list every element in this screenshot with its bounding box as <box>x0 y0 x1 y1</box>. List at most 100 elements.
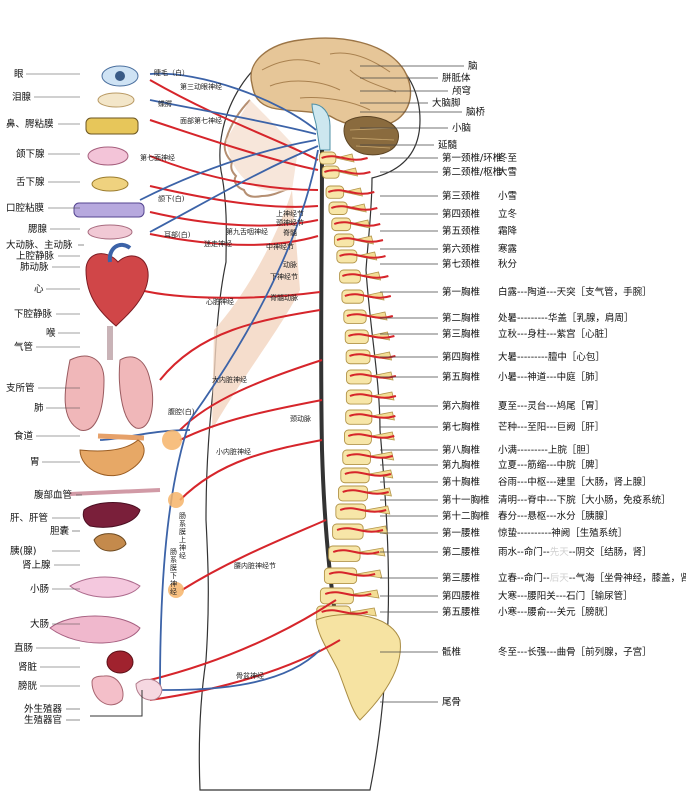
vertebra-info: 谷雨---中枢---建里［大肠，肾上腺］ <box>498 477 652 488</box>
spinal-branch-path <box>327 189 375 195</box>
spinal-branch-path <box>328 571 376 577</box>
vertebra-label: 第三腰椎 <box>442 573 481 584</box>
brain-label: 脑桥 <box>466 107 486 118</box>
vertebra-label: 第二胸椎 <box>442 313 481 324</box>
vertebra-shape <box>340 467 370 484</box>
nerve-label: 腰内脏神经节 <box>234 562 276 570</box>
sympathetic-nerve-path <box>179 359 323 431</box>
spinal-branch-path <box>336 527 384 533</box>
vertebra-label: 第十二胸椎 <box>442 511 490 522</box>
spinal-branch-path <box>342 489 389 495</box>
organ-label: 肺动脉 <box>20 262 49 273</box>
nerve-label: 颌下(白) <box>158 195 185 203</box>
spinal-branch-path <box>346 453 393 459</box>
vertebra-label: 第六胸椎 <box>442 401 481 412</box>
vertebra-label: 骶椎 <box>442 647 462 658</box>
vertebra-label: 第三胸椎 <box>442 329 481 340</box>
gallbladder-organ <box>93 533 127 552</box>
parasympathetic-nerve-path <box>149 72 317 131</box>
organ-label: 泪腺 <box>12 92 32 103</box>
vertebra-label: 第一胸椎 <box>442 287 481 298</box>
sympathetic-nerve-path <box>179 439 323 501</box>
organ-label: 小肠 <box>30 584 50 595</box>
vertebra-info: 秋分 <box>498 259 518 270</box>
organ-label: 膀胱 <box>18 681 38 692</box>
vertebra-info-faint: 先天 <box>549 547 569 558</box>
spinal-branch-path <box>339 253 386 259</box>
vertebra-label: 第七颈椎 <box>442 259 481 270</box>
organ-label: 眼 <box>14 69 24 80</box>
spinal-branch-path <box>344 293 392 299</box>
sympathetic-nerve-path <box>149 185 319 208</box>
nerve-label: 骨盆神经 <box>236 672 264 680</box>
organ-label: 鼻、腭粘膜 <box>6 119 54 130</box>
nerve-label: 颈神经节 <box>276 219 304 227</box>
eye-organ <box>101 65 139 87</box>
spinal-branch-path <box>321 155 368 161</box>
sympathetic-nerve-path <box>139 289 321 299</box>
sublingual-organ <box>91 176 129 192</box>
vertebra-shape <box>328 545 361 562</box>
organ-label: 胰(腺) <box>10 546 37 557</box>
vertebra-info: 小雪 <box>498 191 518 202</box>
lung-left <box>64 355 105 431</box>
organ-label: 胃 <box>30 457 40 468</box>
spinal-branch-path <box>344 471 392 477</box>
sympathetic-nerve-path <box>179 399 323 441</box>
organ-label: 外生殖器 <box>24 704 63 715</box>
sympathetic-nerve-path <box>149 211 319 227</box>
vertebra-shape <box>345 389 373 405</box>
organ-label: 胆囊 <box>50 526 70 537</box>
brain-label: 胼胝体 <box>442 73 471 84</box>
nerve-label: 上神经节 <box>276 210 304 218</box>
sympathetic-nerve-path <box>149 119 319 171</box>
nerve-label: 脊髓 <box>283 229 297 237</box>
parasympathetic-nerve-path <box>149 99 317 135</box>
vertebra-info-tail: --气海［坐骨神经，膝盖，肾］ <box>568 573 686 584</box>
chest-skin <box>212 190 300 430</box>
organ-label: 肝、肝管 <box>10 513 49 524</box>
mesenteric-ganglion-upper <box>168 492 184 508</box>
organ-label: 心 <box>34 284 44 295</box>
parasympathetic-nerve-path <box>99 429 191 441</box>
vertical-nerve-label: 肠系膜下神经 <box>170 548 177 596</box>
organ-bracket <box>90 690 143 717</box>
organ-label: 大动脉、主动脉 <box>6 240 73 251</box>
small-intestine-organ <box>69 576 141 598</box>
spinal-branch-path <box>347 433 395 439</box>
oral-mucosa-organ <box>73 202 145 218</box>
vertebra-label: 第七胸椎 <box>442 422 481 433</box>
vertebra-info: 立冬 <box>498 209 518 220</box>
vertical-nerve-label: 肠系膜上神经 <box>179 512 186 560</box>
spinal-branch-path <box>349 413 396 419</box>
vertebra-info: 小满---------上脘［胆］ <box>498 445 596 456</box>
lung-right <box>118 356 154 429</box>
vertebra-shape <box>323 567 358 585</box>
vertebra-label: 第一颈椎/环椎 <box>442 153 503 164</box>
vertebra-label: 第四胸椎 <box>442 352 481 363</box>
organ-label: 气管 <box>14 342 34 353</box>
parotid-organ <box>87 224 133 240</box>
reproductive-organ <box>135 678 163 701</box>
vertebra-info: 清明---脊中---下脘［大小肠，免疫系统］ <box>498 495 671 506</box>
vertebra-label: 第十一胸椎 <box>442 495 490 506</box>
vertebra-info: 冬至 <box>498 153 518 164</box>
nasal-organ <box>85 117 139 135</box>
vertebra-label: 尾骨 <box>442 697 462 708</box>
spinal-branch-path <box>346 313 394 319</box>
vertebra-shape <box>336 249 358 264</box>
vertebra-label: 第二腰椎 <box>442 547 481 558</box>
organ-label: 颌下腺 <box>16 149 45 160</box>
lacrimal-organ <box>97 92 135 108</box>
nerve-label: 耳部(白) <box>164 231 191 239</box>
nerve-label: 脊髓动脉 <box>270 294 298 302</box>
organ-label: 肺 <box>34 403 44 414</box>
organ-label: 口腔粘膜 <box>6 203 45 214</box>
nerve-label: 面部第七神经 <box>180 117 222 125</box>
nerve-label: 大内脏神经 <box>212 376 247 384</box>
sympathetic-nerve-path <box>159 309 321 381</box>
vertebra-label: 第五胸椎 <box>442 372 481 383</box>
organ-label: 食道 <box>14 431 34 442</box>
heart-organ <box>85 253 149 327</box>
